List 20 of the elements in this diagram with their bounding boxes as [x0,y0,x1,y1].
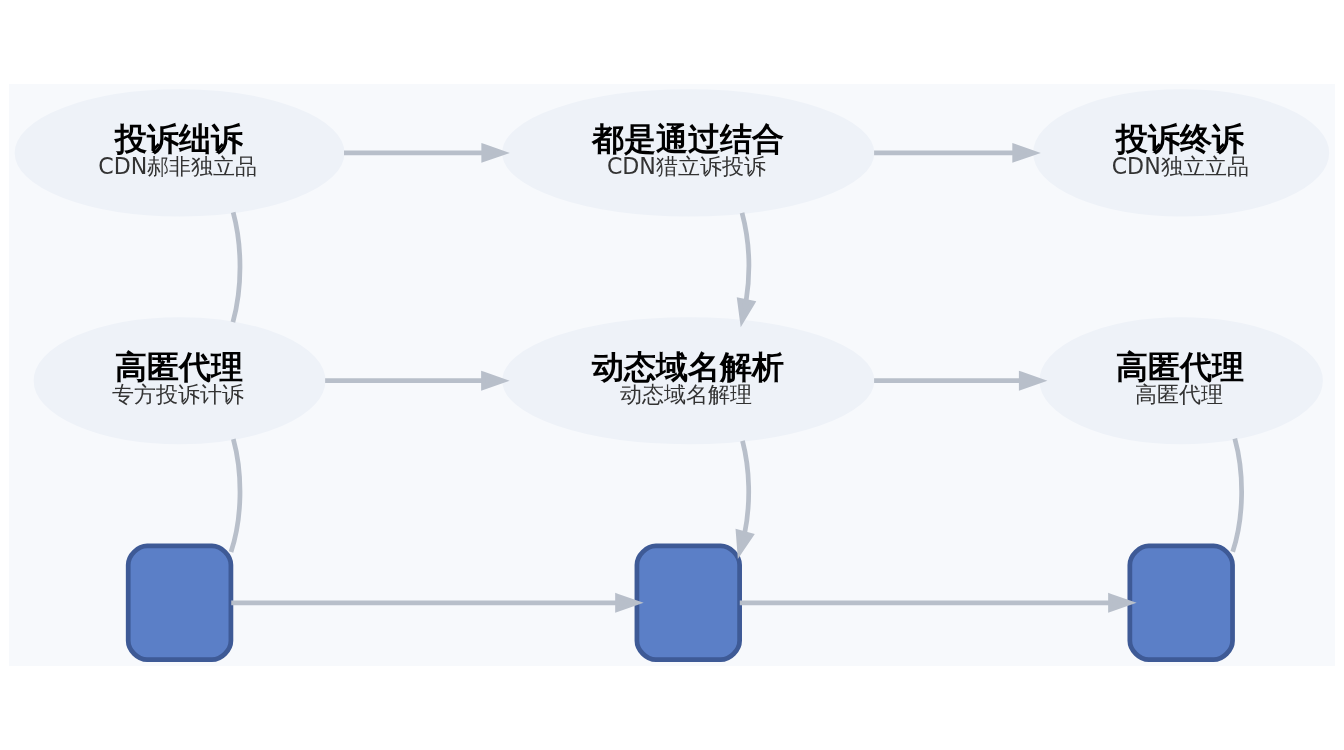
node-ellipse: 高匿代理 专方投诉计诉 [33,317,326,445]
arrow [874,370,1048,391]
arrow [325,370,510,391]
connector [1230,438,1244,553]
connector [228,438,243,553]
arrow [739,592,1137,613]
arrow [735,440,755,559]
arrow [874,142,1041,163]
node-box [125,543,234,663]
node-box [1127,543,1235,663]
node-ellipse: 高匿代理 高匿代理 [1039,317,1323,445]
connector [230,211,243,323]
arrow [736,212,757,328]
node-ellipse: 投诉终诉 CDN独立立品 [1033,89,1330,217]
node-box [634,543,742,663]
node-ellipse: 投诉绌诉 CDN郝非独立品 [14,89,345,217]
arrow [344,142,510,163]
node-ellipse: 动态域名解析 动态域名解理 [502,317,875,445]
arrow [231,592,644,613]
node-ellipse: 都是通过结合 CDN猎立诉投诉 [502,89,875,217]
